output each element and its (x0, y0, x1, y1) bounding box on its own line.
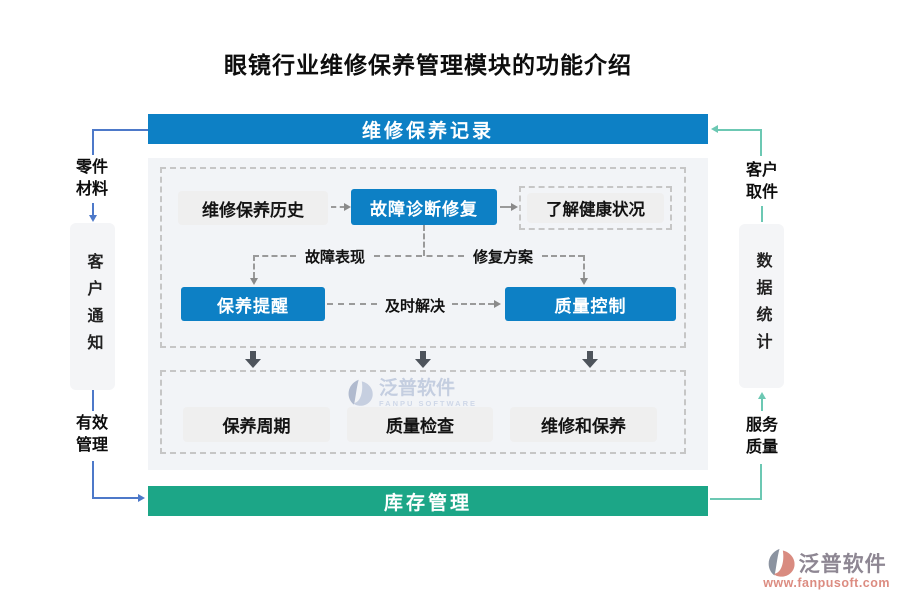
connector-row1-left (331, 206, 345, 208)
arrowhead-down-right (579, 278, 588, 285)
connector-right-2 (761, 398, 763, 411)
arrowhead-row1-right (511, 202, 518, 211)
node-quality-control: 质量控制 (505, 287, 676, 321)
connector-timely-left (327, 303, 377, 305)
inventory-management-bar: 库存管理 (148, 486, 708, 516)
node-repair-and-maintenance: 维修和保养 (510, 407, 657, 442)
footer-brand-name: 泛普软件 (798, 553, 887, 576)
connector-right-top-elbow (718, 129, 762, 156)
node-quality-inspection: 质量检查 (347, 407, 493, 442)
node-maintenance-history: 维修保养历史 (178, 191, 328, 225)
node-health-wrapper: 了解健康状况 (519, 186, 672, 230)
label-fault-presentation: 故障表现 (304, 249, 365, 266)
connector-split-a (253, 255, 296, 257)
watermark-subtitle: FANPU SOFTWARE (379, 399, 478, 408)
connector-split-c (542, 255, 584, 257)
down-arrow-icon (582, 359, 598, 368)
arrowhead-down-left (249, 278, 258, 285)
connector-right-bottom-elbow (710, 464, 762, 500)
node-maintenance-reminder: 保养提醒 (181, 287, 325, 321)
down-arrow-icon (415, 359, 431, 368)
label-customer-pickup: 客户取件 (745, 162, 778, 201)
node-data-statistics: 数据统计 (739, 224, 784, 388)
label-service-quality: 服务质量 (745, 417, 778, 456)
connector-left-bottom-elbow (92, 461, 139, 499)
page-title: 眼镜行业维修保养管理模块的功能介绍 (224, 52, 632, 78)
watermark: 泛普软件 FANPU SOFTWARE (347, 379, 477, 408)
footer-url: www.fanpusoft.com (763, 576, 890, 590)
connector-down-left (253, 255, 255, 278)
label-repair-plan: 修复方案 (472, 249, 533, 266)
label-parts-materials: 零件材料 (75, 159, 108, 198)
down-arrow-icon (420, 351, 426, 360)
fanpu-logo-icon (768, 548, 795, 577)
connector-left-2 (92, 390, 94, 411)
node-maintenance-cycle: 保养周期 (183, 407, 330, 442)
down-arrow-icon (587, 351, 593, 360)
arrowhead-right-to-record (711, 124, 718, 133)
process-container-upper (160, 167, 686, 348)
connector-row1-right (500, 206, 512, 208)
fanpu-logo-icon (348, 379, 373, 406)
process-container-lower (160, 370, 686, 454)
down-arrow-icon (250, 351, 256, 360)
node-customer-notification: 客户通知 (70, 223, 115, 390)
node-fault-diagnosis: 故障诊断修复 (351, 189, 497, 225)
maintenance-record-bar: 维修保养记录 (148, 114, 708, 144)
arrowhead-left-down (88, 215, 97, 222)
label-timely-resolve: 及时解决 (384, 298, 445, 315)
watermark-brand: 泛普软件 (379, 378, 456, 399)
label-effective-management: 有效管理 (75, 415, 108, 454)
connector-split-b (374, 255, 464, 257)
footer-brand: 泛普软件 www.fanpusoft.com (763, 548, 890, 590)
node-health-status: 了解健康状况 (527, 193, 664, 223)
connector-diagnosis-stub (423, 225, 425, 256)
connector-down-right (583, 255, 585, 278)
arrowhead-row1-left (344, 202, 351, 211)
arrowhead-timely (494, 299, 501, 308)
arrowhead-left-to-inventory (138, 493, 145, 502)
down-arrow-icon (245, 359, 261, 368)
connector-right-1 (761, 206, 763, 222)
connector-left-top-elbow (92, 129, 148, 155)
connector-left-1 (92, 203, 94, 215)
connector-timely-right (452, 303, 494, 305)
